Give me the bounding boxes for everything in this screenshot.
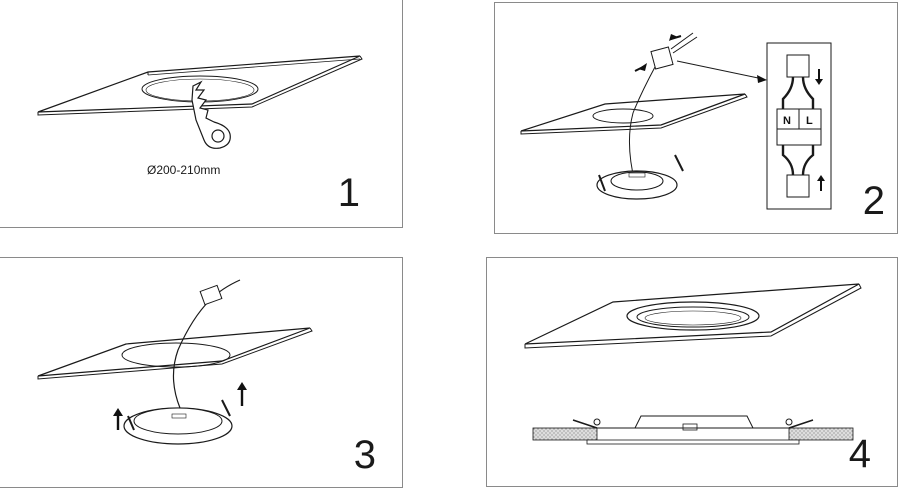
neutral-label: N <box>783 115 791 127</box>
ceiling-cross-section <box>532 415 854 445</box>
cutout-diameter-label: Ø200-210mm <box>147 163 221 177</box>
downlight-icon <box>123 399 233 445</box>
terminal-block-icon <box>650 32 698 70</box>
hole-saw-icon <box>191 80 231 149</box>
installed-diagram <box>524 283 862 445</box>
step-4-panel: 4 <box>486 257 898 487</box>
step-number: 4 <box>848 432 871 476</box>
step-3-panel: 3 <box>0 257 403 488</box>
insertion-diagram <box>37 279 313 445</box>
ceiling-cutout-diagram <box>37 55 363 149</box>
wiring-detail-box: N L <box>766 42 832 210</box>
step-number: 2 <box>862 179 885 223</box>
wiring-diagram: N L <box>520 32 832 210</box>
step-1-panel: Ø200-210mm 1 <box>0 0 403 228</box>
step-number: 1 <box>337 171 360 215</box>
live-label: L <box>806 115 813 127</box>
terminal-block-icon <box>199 284 223 306</box>
downlight-icon <box>596 154 684 200</box>
ceiling-board <box>524 283 860 345</box>
step-number: 3 <box>353 433 376 477</box>
step-2-panel: N L 2 <box>494 2 898 234</box>
